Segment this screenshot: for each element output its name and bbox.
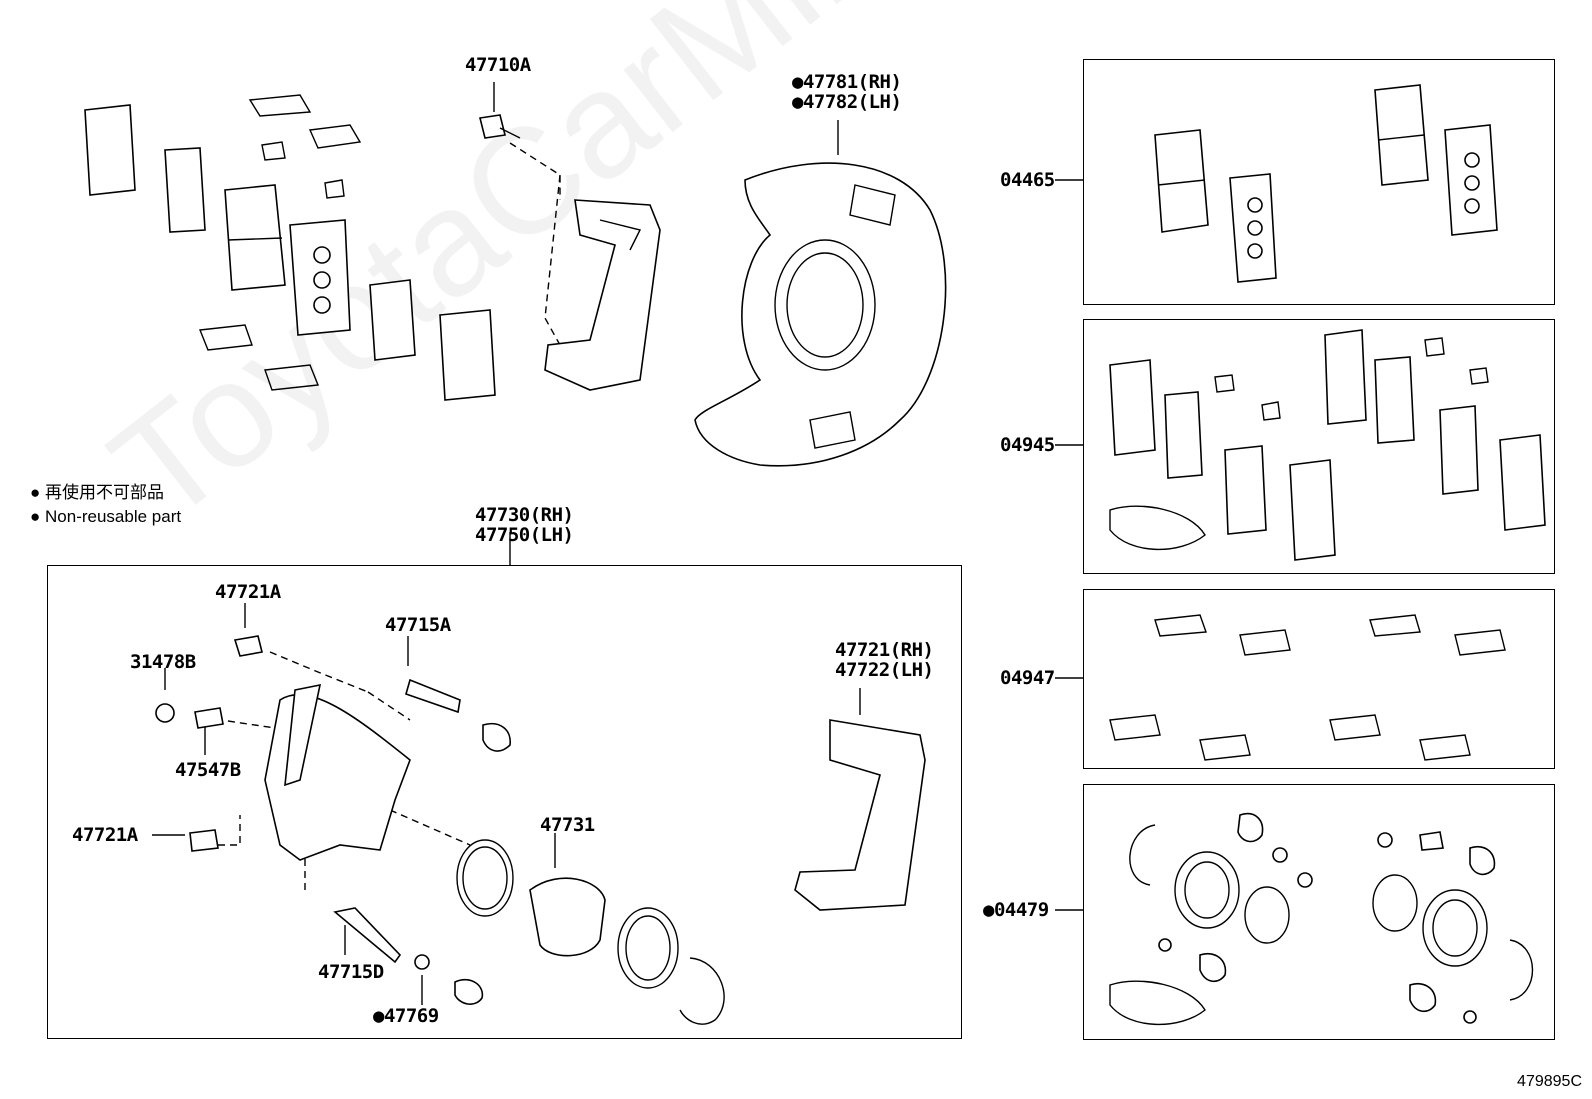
- legend-item-english: ● Non-reusable part: [30, 507, 181, 527]
- kit-04479-frame: [1083, 784, 1555, 1040]
- kit-04465-pads: [1154, 84, 1498, 283]
- label-47730-rh: 47730(RH): [475, 504, 574, 526]
- label-47715d: 47715D: [318, 961, 384, 983]
- legend-bullet: ●: [30, 483, 41, 502]
- label-04945: 04945: [1000, 434, 1055, 456]
- label-04465: 04465: [1000, 169, 1055, 191]
- kit-04465-frame: [1083, 59, 1555, 305]
- label-31478b: 31478B: [130, 651, 196, 673]
- label-47750-lh: 47750(LH): [475, 524, 574, 546]
- disc-dust-cover: [694, 162, 947, 467]
- kit-04945-frame: [1083, 319, 1555, 574]
- caliper-bracket: [479, 114, 661, 391]
- caliper-assembly-parts: [155, 635, 926, 1025]
- legend-text: Non-reusable part: [45, 507, 182, 526]
- assembly-dash-lines: [218, 142, 561, 895]
- label-47710a: 47710A: [465, 54, 531, 76]
- label-47782-lh: ●47782(LH): [792, 91, 902, 113]
- label-47547b: 47547B: [175, 759, 241, 781]
- label-47722-lh: 47722(LH): [835, 659, 934, 681]
- legend-item-japanese: ● 再使用不可部品: [30, 483, 164, 503]
- label-04479: ●04479: [983, 899, 1049, 921]
- kit-04945-parts: [1109, 329, 1546, 561]
- label-04947: 04947: [1000, 667, 1055, 689]
- label-47721a-top: 47721A: [215, 581, 281, 603]
- brake-pads-exploded: [84, 94, 496, 401]
- caliper-assembly-frame: [47, 565, 962, 1039]
- label-47715a: 47715A: [385, 614, 451, 636]
- kit-04479-seals: [1109, 813, 1534, 1026]
- label-47721a-left: 47721A: [72, 824, 138, 846]
- kit-04947-frame: [1083, 589, 1555, 769]
- label-47781-rh: ●47781(RH): [792, 71, 902, 93]
- label-47721-rh: 47721(RH): [835, 639, 934, 661]
- label-47731: 47731: [540, 814, 595, 836]
- legend-text: 再使用不可部品: [45, 483, 165, 502]
- diagram-code: 479895C: [1517, 1073, 1582, 1090]
- kit-04947-clips: [1109, 614, 1506, 761]
- legend-bullet: ●: [30, 507, 41, 526]
- label-47769: ●47769: [373, 1005, 439, 1027]
